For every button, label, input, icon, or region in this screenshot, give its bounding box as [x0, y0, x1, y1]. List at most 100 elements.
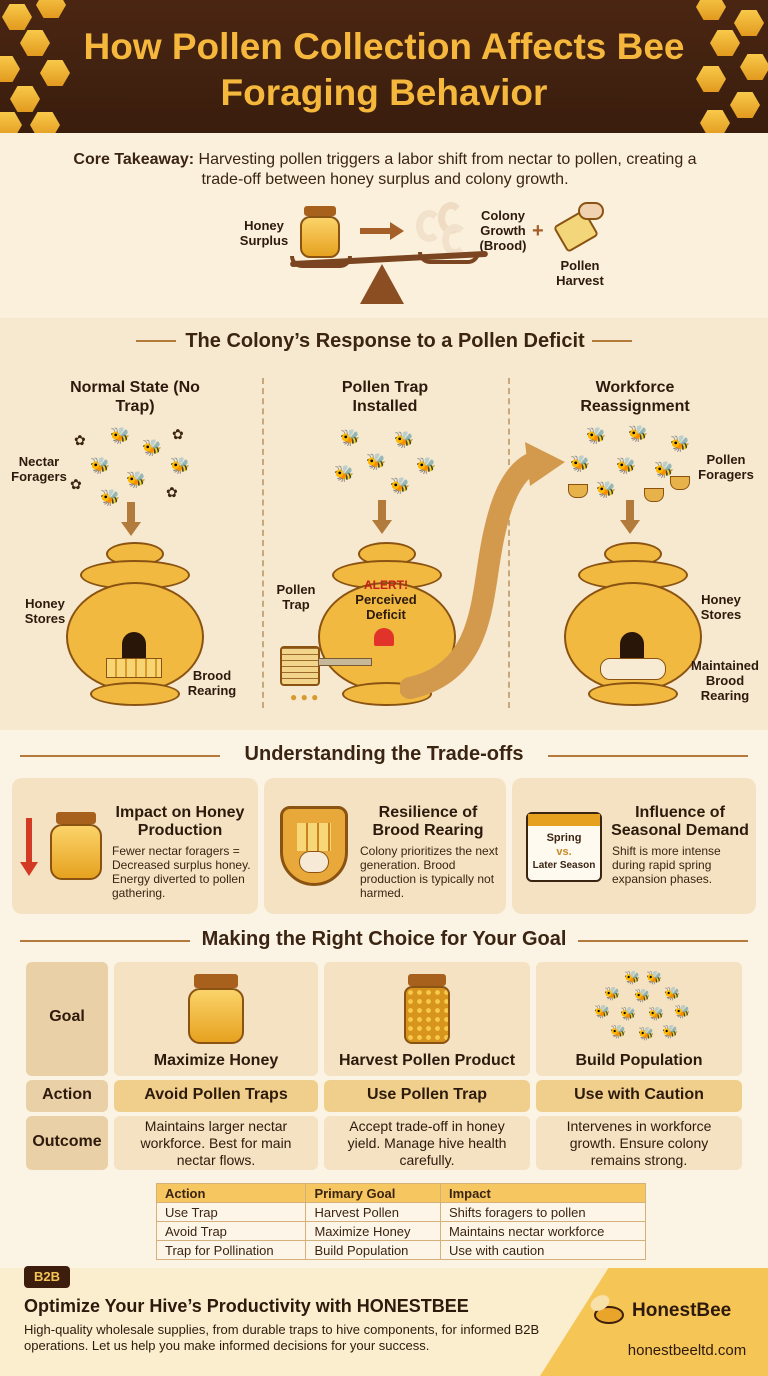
- pollen-jar-icon: [402, 974, 452, 1044]
- choice-title: Making the Right Choice for Your Goal: [201, 928, 567, 950]
- column-divider: [508, 378, 510, 708]
- takeaway-text: Core Takeaway: Harvesting pollen trigger…: [60, 150, 710, 190]
- plus-icon: +: [532, 220, 544, 242]
- goal-build-population: Build Population: [575, 1052, 703, 1069]
- card-text: Shift is more intense during rapid sprin…: [612, 844, 721, 886]
- honey-jar-icon: [48, 812, 104, 880]
- honey-surplus-label: Honey Surplus: [239, 218, 289, 248]
- goal-maximize-honey: Maximize Honey: [153, 1052, 279, 1069]
- outcome-cell: [324, 1116, 530, 1170]
- header-banner: [0, 0, 768, 133]
- action-cell: [114, 1080, 318, 1112]
- table-cell: Avoid Trap: [155, 1221, 307, 1241]
- pollen-harvest-label: Pollen Harvest: [556, 258, 604, 288]
- card-text: Fewer nectar foragers = Decreased surplu…: [112, 844, 251, 900]
- table-row: Trap for Pollination Build Population Us…: [155, 1240, 647, 1260]
- pollen-foragers-label: Pollen Foragers: [698, 452, 754, 482]
- arrow-down-icon: [620, 520, 640, 534]
- hive-normal-icon: [66, 542, 204, 710]
- arrow-shaft: [378, 500, 386, 520]
- footer-text: High-quality wholesale supplies, from du…: [24, 1322, 540, 1353]
- takeaway-label: Core Takeaway:: [73, 151, 195, 168]
- outcome-cell: [536, 1116, 742, 1170]
- pollen-foragers-icon: 🐝🐝 🐝🐝 🐝🐝 🐝: [566, 424, 696, 514]
- alert-label: ALERT!: [364, 578, 408, 592]
- action-cell: [536, 1080, 742, 1112]
- workforce-reassignment-title: Workforce Reassignment: [580, 379, 690, 415]
- outcome-text: Intervenes in workforce growth. Ensure c…: [566, 1118, 712, 1168]
- pollen-trap-title: Pollen Trap Installed: [341, 379, 429, 415]
- outcome-text: Accept trade-off in honey yield. Manage …: [347, 1118, 507, 1168]
- maintained-brood-label: Maintained Brood Rearing: [691, 658, 759, 703]
- table-cell: Build Population: [305, 1240, 441, 1260]
- column-divider: [262, 378, 264, 708]
- nectar-foragers-icon: 🐝🐝 🐝🐝 🐝🐝 ✿✿ ✿✿: [70, 426, 190, 507]
- colony-growth-label: Colony Growth (Brood): [479, 208, 527, 253]
- action-cell: [324, 1080, 530, 1112]
- perceived-deficit-label: Perceived Deficit: [355, 592, 417, 622]
- outcome-cell: [114, 1116, 318, 1170]
- arrow-right-icon: [360, 228, 392, 234]
- colony-response-title: The Colony’s Response to a Pollen Defici…: [185, 330, 585, 352]
- scale-pan-right: [418, 252, 480, 264]
- honey-jar-icon: [298, 206, 342, 258]
- calendar-spring: Spring: [546, 832, 582, 844]
- nectar-foragers-label: Nectar Foragers: [11, 454, 67, 484]
- shield-icon: [280, 806, 348, 886]
- action-use-trap: Use Pollen Trap: [366, 1086, 488, 1103]
- tradeoffs-title: Understanding the Trade-offs: [244, 743, 524, 765]
- reassignment-arrow-icon: [400, 442, 565, 699]
- honestbee-logo-icon: [587, 1291, 628, 1326]
- section-rule-left: [20, 755, 220, 757]
- arrowhead-red-icon: [20, 862, 38, 876]
- row-label-cell: [26, 1080, 108, 1112]
- arrowhead-icon: [390, 222, 404, 240]
- pollen-trap-label: Pollen Trap: [276, 582, 316, 612]
- calendar-icon: Spring vs. Later Season: [526, 812, 602, 882]
- table-cell: Shifts foragers to pollen: [439, 1202, 647, 1222]
- section-rule-right: [578, 940, 748, 942]
- pollen-hand-icon: [552, 200, 606, 253]
- table-cell: Use with caution: [439, 1240, 647, 1260]
- card-seasonal-demand: Spring vs. Later Season Influence of Sea…: [512, 778, 756, 914]
- table-cell: Trap for Pollination: [155, 1240, 307, 1260]
- footer-headline: Optimize Your Hive’s Productivity with H…: [24, 1296, 469, 1316]
- brood-rearing-label: Brood Rearing: [187, 668, 237, 698]
- card-title: Influence of Seasonal Demand: [611, 804, 749, 839]
- row-label-action: Action: [42, 1086, 92, 1103]
- website-link[interactable]: honestbeeltd.com: [627, 1342, 747, 1359]
- scale-pan-left: [290, 256, 352, 268]
- table-header-row: Action Primary Goal Impact: [155, 1183, 647, 1203]
- honey-jar-icon: [186, 974, 246, 1044]
- b2b-badge: B2B: [24, 1266, 70, 1288]
- summary-table: Action Primary Goal Impact Use Trap Harv…: [155, 1183, 647, 1260]
- row-label-goal: Goal: [49, 1008, 85, 1025]
- calendar-vs: vs.: [556, 846, 572, 858]
- card-brood-rearing: Resilience of Brood Rearing Colony prior…: [264, 778, 506, 914]
- card-title: Impact on Honey Production: [115, 804, 245, 839]
- title-connector-left: [136, 340, 176, 342]
- takeaway-body: Harvesting pollen triggers a labor shift…: [194, 151, 697, 188]
- outcome-text: Maintains larger nectar workforce. Best …: [140, 1118, 292, 1168]
- row-label-cell: [26, 962, 108, 1076]
- arrow-down-icon: [372, 520, 392, 534]
- normal-state-title: Normal State (No Trap): [70, 379, 200, 415]
- foragers-icon: 🐝🐝 🐝🐝 🐝🐝: [334, 430, 436, 495]
- action-use-caution: Use with Caution: [574, 1086, 704, 1103]
- brand-name: HonestBee: [632, 1300, 732, 1321]
- action-avoid-traps: Avoid Pollen Traps: [144, 1086, 288, 1103]
- arrow-down-red-icon: [26, 818, 32, 862]
- section-rule-right: [548, 755, 748, 757]
- honey-stores-label: Honey Stores: [24, 596, 66, 626]
- row-label-cell: [26, 1116, 108, 1170]
- column-header: Primary Goal: [305, 1183, 441, 1203]
- table-cell: Use Trap: [155, 1202, 307, 1222]
- goal-cell: [536, 962, 742, 1076]
- table-cell: Maximize Honey: [305, 1221, 441, 1241]
- column-header: Action: [155, 1183, 307, 1203]
- honey-stores-label: Honey Stores: [700, 592, 742, 622]
- table-row: Use Trap Harvest Pollen Shifts foragers …: [155, 1202, 647, 1222]
- arrow-shaft: [127, 502, 135, 522]
- column-header: Impact: [439, 1183, 647, 1203]
- trap-tube: [318, 658, 372, 666]
